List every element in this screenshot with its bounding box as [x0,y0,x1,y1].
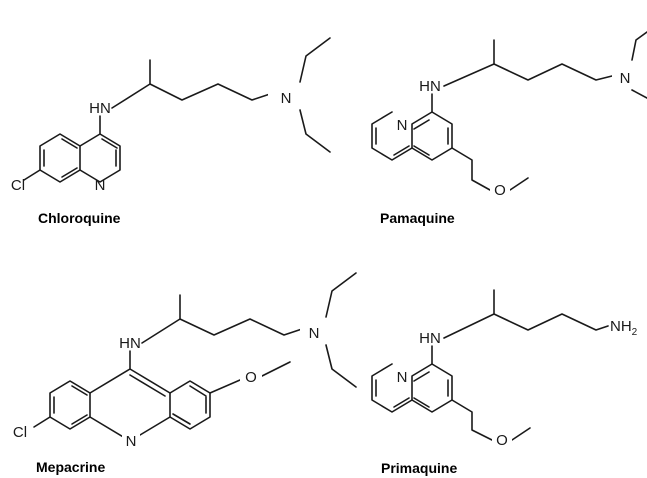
mepacrine-name: Mepacrine [36,459,105,475]
chloroquine-chlorine: Cl [11,177,25,194]
primaquine-ether-oxygen: O [496,432,508,449]
pamaquine-ether-oxygen: O [494,182,506,199]
primaquine-terminal-amine: NH2 [610,318,638,338]
primaquine-amine-label: HN [419,330,441,347]
primaquine-bonds [371,289,609,441]
structure-mepacrine: HN N N Cl O Mepacrine [13,272,357,475]
primaquine-terminal-amine-base: NH [610,318,632,335]
pamaquine-bonds [371,31,647,191]
mepacrine-ether-oxygen: O [245,369,257,386]
chloroquine-ring-nitrogen: N [95,177,106,194]
primaquine-terminal-amine-subscript: 2 [632,327,638,338]
chloroquine-tertiary-nitrogen: N [281,90,292,107]
mepacrine-tertiary-nitrogen: N [309,325,320,342]
pamaquine-name: Pamaquine [380,210,455,226]
mepacrine-ring-nitrogen: N [126,433,137,450]
mepacrine-chlorine: Cl [13,424,27,441]
structure-pamaquine: HN N N O Pamaquine [371,31,647,226]
pamaquine-amine-label: HN [419,78,441,95]
chloroquine-amine-label: HN [89,100,111,117]
chloroquine-bonds [23,37,331,183]
mepacrine-amine-label: HN [119,335,141,352]
primaquine-ring-nitrogen: N [397,369,408,386]
pamaquine-tertiary-nitrogen: N [620,70,631,87]
primaquine-name: Primaquine [381,460,457,476]
structure-primaquine: HN NH2 N O Primaquine [371,289,638,476]
pamaquine-ring-nitrogen: N [397,117,408,134]
structure-chloroquine: HN N N Cl Chloroquine [11,37,331,226]
mepacrine-bonds [33,272,357,442]
chloroquine-name: Chloroquine [38,210,121,226]
